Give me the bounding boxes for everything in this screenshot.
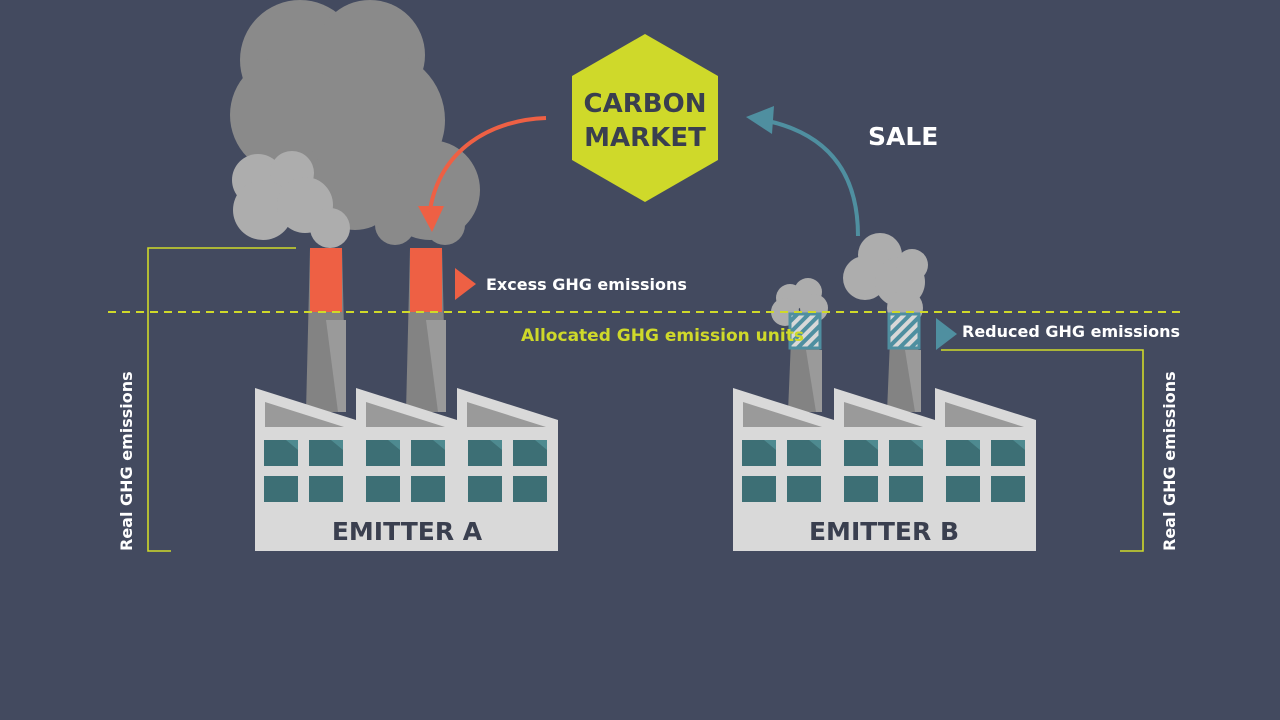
carbon-market-hexagon-icon: CARBON MARKET [572,34,718,202]
sale-arrow-icon [767,119,860,237]
emitter-b-chimney-right [887,312,921,412]
emitter-b-factory-icon: EMITTER B [733,388,1036,551]
real-emissions-bracket-right [941,349,1144,552]
carbon-market-line2: MARKET [584,123,706,153]
real-emissions-bracket-left [147,247,296,552]
emitter-a-chimney-right [406,248,446,412]
emitter-a-windows [264,440,547,502]
purchase-arrowhead-icon [418,206,444,232]
smoke-cloud-large [230,0,480,245]
real-emissions-label-left: Real GHG emissions [117,371,136,551]
emitter-a-chimney-left [306,248,346,412]
sale-label: SALE [868,122,938,151]
emitter-b-label: EMITTER B [809,517,959,546]
emitter-a-factory-icon: EMITTER A [255,388,558,551]
purchase-arrow-icon [428,116,547,211]
emitter-b-chimney-left [788,312,822,412]
excess-emissions-label: Excess GHG emissions [486,275,687,294]
sale-arrowhead-icon [746,106,774,134]
smoke-cloud-small [232,151,350,248]
smoke-cloud-b-large [843,233,928,326]
reduced-emissions-label: Reduced GHG emissions [962,322,1180,341]
excess-arrow-icon [455,268,476,300]
carbon-market-line1: CARBON [584,89,707,119]
emitter-a-label: EMITTER A [332,517,483,546]
allocated-units-label: Allocated GHG emission units [521,326,804,346]
reduced-arrow-icon [936,318,957,350]
emitter-b-windows [742,440,1025,502]
real-emissions-label-right: Real GHG emissions [1160,371,1179,551]
